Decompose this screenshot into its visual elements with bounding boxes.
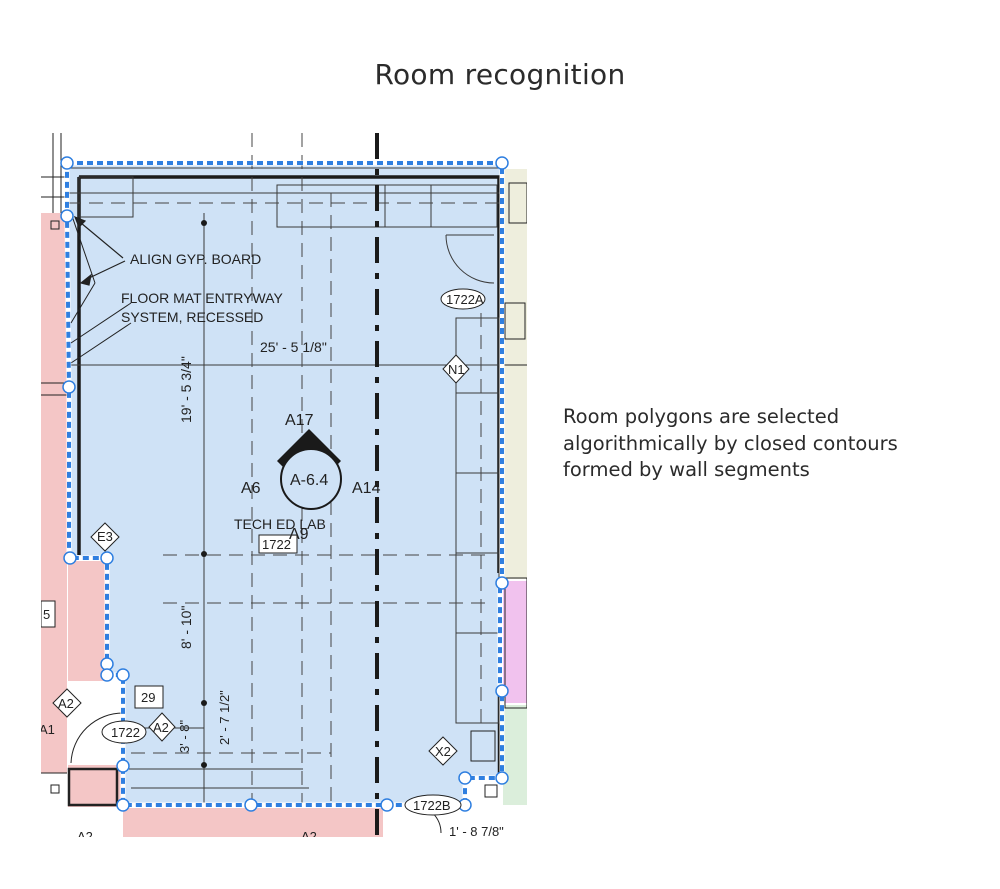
adjacent-room-right-pink (503, 581, 527, 703)
page-title: Room recognition (374, 58, 626, 91)
tag-left-5: 5 (43, 607, 50, 622)
vertex-handle[interactable] (60, 156, 74, 170)
leader-arrows (73, 215, 126, 286)
vertex-handle[interactable] (100, 551, 114, 565)
tag-e3: E3 (97, 529, 113, 544)
vertex-handle[interactable] (100, 668, 114, 682)
grid-dashes (67, 133, 501, 805)
vertex-handle[interactable] (380, 798, 394, 812)
vertex-handle[interactable] (495, 156, 509, 170)
adjacent-room-right-green (503, 705, 527, 805)
dimension-height-upper: 19' - 5 3/4" (178, 356, 194, 423)
left-edge-details (41, 133, 132, 794)
tag-a2-mid: A2 (153, 720, 169, 735)
note-floor-mat-2: SYSTEM, RECESSED (121, 309, 263, 325)
tag-shapes (41, 288, 486, 816)
dimension-d1: 2' - 7 1/2" (217, 690, 232, 745)
elevation-right-label: A14 (352, 480, 381, 497)
vertex-handle[interactable] (63, 551, 77, 565)
vertex-handle[interactable] (244, 798, 258, 812)
tag-a2-left: A2 (58, 696, 74, 711)
elevation-top-label: A17 (285, 412, 314, 429)
dimension-dots (201, 220, 207, 768)
dimension-height-lower: 8' - 10" (178, 606, 194, 649)
vertex-handle[interactable] (116, 668, 130, 682)
vertex-handle[interactable] (458, 771, 472, 785)
tag-door-1722a: 1722A (446, 292, 484, 307)
room-number: 1722 (262, 537, 291, 552)
polygon-vertices[interactable] (60, 156, 509, 812)
vertex-handle[interactable] (495, 684, 509, 698)
vertex-handle[interactable] (60, 209, 74, 223)
adjacent-room-right-beige (503, 169, 527, 579)
tag-x2: X2 (435, 744, 451, 759)
tag-door-1722b: 1722B (413, 798, 451, 813)
note-align-gyp-board: ALIGN GYP. BOARD (130, 251, 261, 267)
floor-plan: ALIGN GYP. BOARD FLOOR MAT ENTRYWAY SYST… (41, 133, 527, 837)
tag-bottom-a2-2: A2 (301, 829, 317, 837)
floor-plan-drawing: ALIGN GYP. BOARD FLOOR MAT ENTRYWAY SYST… (41, 133, 527, 837)
tag-n1: N1 (448, 362, 465, 377)
tag-29: 29 (141, 690, 155, 705)
vertex-handle[interactable] (116, 798, 130, 812)
drawing-lines (67, 167, 527, 805)
dimension-d3: 1' - 8 7/8" (449, 824, 504, 837)
adjacent-room-left (41, 213, 67, 773)
vertex-handle[interactable] (100, 657, 114, 671)
tag-bottom-a2-1: A2 (77, 829, 93, 837)
vertex-handle[interactable] (495, 771, 509, 785)
vertex-handle[interactable] (62, 380, 76, 394)
elevation-marker (277, 429, 342, 510)
elevation-bottom-label: A9 (289, 526, 309, 543)
tag-left-a1: A1 (41, 722, 55, 737)
elevation-left-label: A6 (241, 480, 261, 497)
adjacent-room-bottom (123, 808, 383, 837)
room-name: TECH ED LAB (234, 516, 326, 532)
tag-door-1722: 1722 (111, 725, 140, 740)
dimension-d2: 3' - 8" (177, 720, 192, 753)
vertex-handle[interactable] (116, 759, 130, 773)
dimension-width: 25' - 5 1/8" (260, 339, 327, 355)
elevation-center-label: A-6.4 (290, 472, 328, 489)
caption: Room polygons are selected algorithmical… (563, 405, 898, 481)
right-edge-details (470, 182, 527, 798)
note-floor-mat-1: FLOOR MAT ENTRYWAY (121, 290, 283, 306)
vertex-handle[interactable] (495, 576, 509, 590)
